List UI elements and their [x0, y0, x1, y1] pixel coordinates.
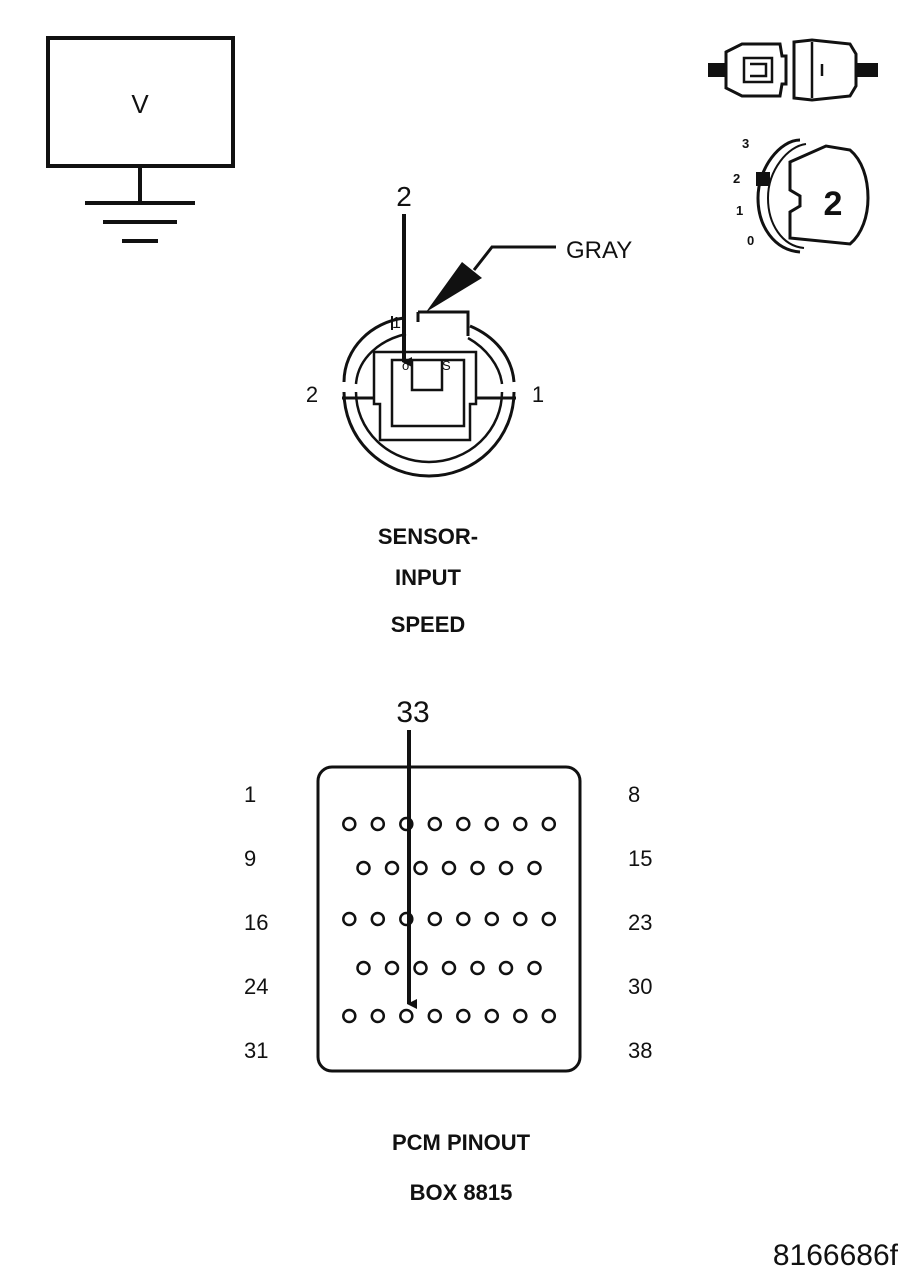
- pcm-row-label-right: 8: [628, 782, 640, 807]
- pcm-pin: [484, 1008, 500, 1024]
- pcm-pin: [427, 816, 443, 832]
- pcm-probe-pin-label: 33: [396, 696, 429, 729]
- pcm-pin: [342, 1008, 357, 1024]
- pcm-row-label-left: 1: [244, 782, 256, 807]
- sensor-pin-label-right: 1: [532, 382, 544, 407]
- pcm-pin: [498, 860, 514, 876]
- pcm-pin: [384, 860, 400, 876]
- pcm-pin: [541, 1008, 557, 1024]
- pcm-row-labels-right: 8 15 23 30 38: [628, 782, 652, 1063]
- pcm-pin: [470, 960, 485, 976]
- pcm-pin: [342, 816, 357, 832]
- pcm-pin: [427, 911, 443, 927]
- pcm-pin: [470, 860, 485, 876]
- sensor-title-line-1: SENSOR-: [378, 524, 478, 549]
- pcm-row-label-left: 9: [244, 846, 256, 871]
- pcm-pin: [356, 860, 371, 876]
- pcm-title-line-2: BOX 8815: [410, 1180, 513, 1205]
- ignition-position-1: 1: [736, 203, 743, 218]
- ignition-position-2: 2: [733, 171, 740, 186]
- pcm-pin: [441, 860, 457, 876]
- pcm-pin: [456, 911, 471, 927]
- sensor-terminal-mark-right: S: [442, 358, 451, 373]
- pcm-row-label-right: 38: [628, 1038, 652, 1063]
- pcm-pin: [356, 960, 371, 976]
- pcm-pin: [413, 860, 428, 876]
- pcm-pin: [441, 960, 457, 976]
- pcm-pin: [513, 911, 528, 927]
- pcm-row-labels-left: 1 9 16 24 31: [244, 782, 268, 1063]
- pcm-pin-grid: [342, 816, 557, 1024]
- pcm-pin: [456, 1008, 471, 1024]
- pcm-row-label-right: 23: [628, 910, 652, 935]
- pcm-pin: [399, 1008, 414, 1024]
- ignition-switch-icon: 3 2 1 0 2: [733, 136, 870, 254]
- ignition-position-0: 0: [747, 233, 754, 248]
- ignition-key-position: 2: [824, 185, 843, 223]
- sensor-pin-label-left: 2: [306, 382, 318, 407]
- pcm-pin: [384, 960, 400, 976]
- pcm-caption: PCM PINOUT BOX 8815: [392, 1130, 531, 1205]
- pcm-pin: [541, 911, 557, 927]
- wire-color-label: GRAY: [566, 237, 632, 264]
- pcm-pin: [456, 816, 471, 832]
- sensor-title-line-3: SPEED: [391, 612, 466, 637]
- pcm-pin: [527, 960, 542, 976]
- figure-id: 8166686f: [773, 1239, 899, 1272]
- pcm-pin: [541, 816, 557, 832]
- pcm-pin: [484, 911, 500, 927]
- pcm-row-label-left: 24: [244, 974, 268, 999]
- pcm-pin: [527, 860, 542, 876]
- ignition-position-3: 3: [742, 136, 749, 151]
- sensor-probe-pin-label: 2: [396, 181, 412, 212]
- voltmeter-icon: V: [46, 36, 235, 243]
- pcm-pin: [342, 911, 357, 927]
- sensor-cavity-top-label: 1: [392, 315, 401, 332]
- sensor-connector: 2 1 o S 2 1 GRAY: [306, 181, 632, 478]
- pcm-row-label-right: 15: [628, 846, 652, 871]
- pcm-pin: [498, 960, 514, 976]
- pcm-pin: [513, 1008, 528, 1024]
- pcm-pin: [484, 816, 500, 832]
- pcm-row-label-right: 30: [628, 974, 652, 999]
- sensor-caption: SENSOR- INPUT SPEED: [378, 524, 478, 637]
- meter-symbol: V: [131, 89, 149, 119]
- pcm-pin: [513, 816, 528, 832]
- pcm-pin: [427, 1008, 443, 1024]
- pcm-connector: 33 1 9 16 24 31 8 15 23 30 38: [244, 696, 652, 1073]
- pcm-pin: [370, 911, 386, 927]
- pcm-pin: [370, 816, 386, 832]
- pcm-row-label-left: 16: [244, 910, 268, 935]
- pcm-title-line-1: PCM PINOUT: [392, 1130, 531, 1155]
- pcm-pin: [370, 1008, 386, 1024]
- pcm-pin: [413, 960, 428, 976]
- pcm-row-label-left: 31: [244, 1038, 268, 1063]
- connector-disconnect-icon: [708, 38, 878, 102]
- sensor-title-line-2: INPUT: [395, 565, 462, 590]
